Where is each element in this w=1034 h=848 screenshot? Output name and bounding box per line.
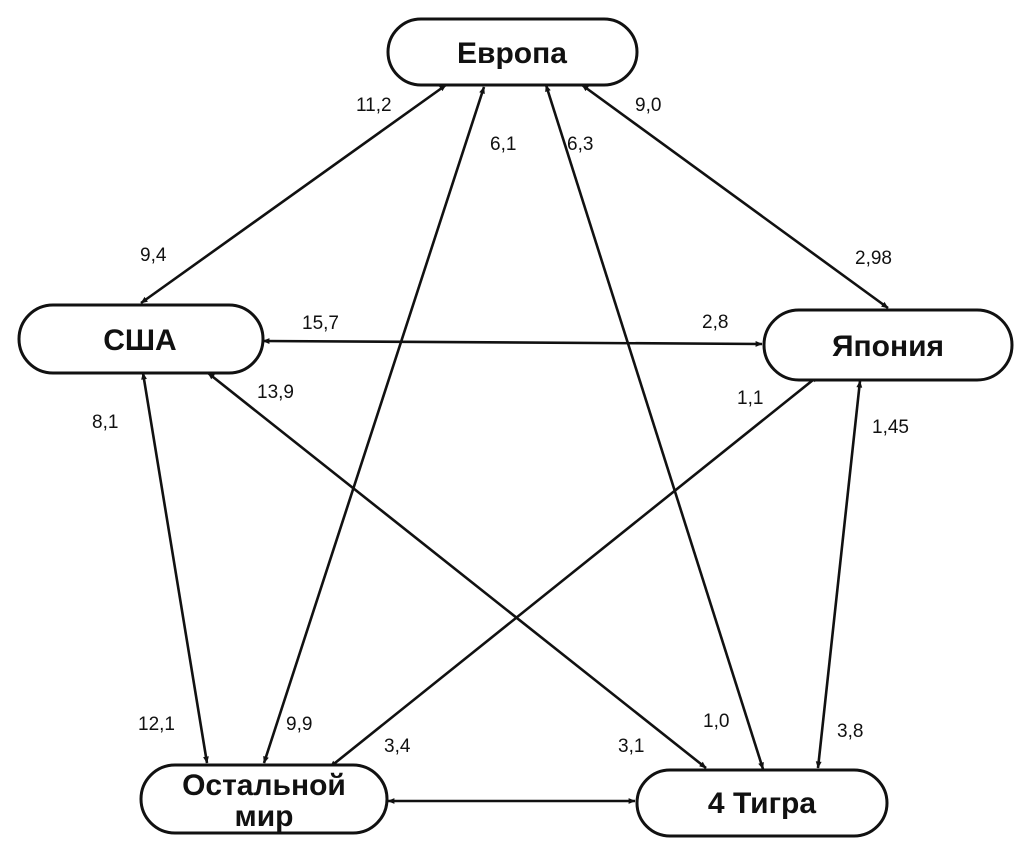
edge-japan-rest [329,374,819,769]
value-usa-japan-at-usa: 15,7 [302,313,339,334]
node-japan: Япония [762,308,1014,382]
edge-values: 11,2 9,4 6,1 9,9 6,3 1,0 9,0 2,98 15,7 2… [92,95,909,757]
value-usa-rest-at-rest: 12,1 [138,714,175,735]
value-europe-tigers-at-tigers: 1,0 [703,711,729,732]
value-japan-rest-at-rest: 3,4 [384,736,411,757]
value-europe-japan-at-europe: 9,0 [635,95,661,116]
value-europe-japan-at-japan: 2,98 [855,248,892,269]
edge-usa-japan [262,338,763,347]
value-japan-rest-at-japan: 1,1 [737,388,763,409]
node-four-tigers: 4 Тигра [635,768,889,838]
node-europe: Европа [386,17,639,87]
node-japan-box [762,308,1014,382]
edge-usa-rest [141,372,209,764]
value-japan-tigers-at-japan: 1,45 [872,417,909,438]
value-usa-rest-at-usa: 8,1 [92,412,118,433]
edge-japan-tigers [815,380,863,769]
node-usa-box [17,303,265,375]
value-usa-japan-at-japan: 2,8 [702,312,728,333]
node-rest-label-line2: мир [235,800,294,833]
value-europe-rest-at-rest: 9,9 [286,714,312,735]
node-usa: США [17,303,265,375]
node-europe-box [386,17,639,87]
value-europe-usa-at-europe: 11,2 [356,95,392,116]
edge-europe-japan [581,83,889,310]
node-tigers-box [635,768,889,838]
value-europe-tigers-at-europe: 6,3 [567,134,593,155]
value-japan-tigers-at-tigers: 3,8 [837,721,863,742]
node-japan-label: Япония [832,330,944,363]
value-europe-usa-at-usa: 9,4 [140,245,167,266]
node-rest-box [139,763,389,835]
node-europe-label: Европа [457,37,567,70]
node-rest-label-line1: Остальной [182,769,346,802]
edge-europe-rest [262,86,486,764]
edges [140,83,889,804]
value-usa-tigers-at-tigers: 3,1 [618,736,644,757]
edge-europe-usa [140,83,447,305]
node-tigers-label: 4 Тигра [708,787,816,820]
value-europe-rest-at-europe: 6,1 [490,134,516,155]
node-rest-of-world: Остальной мир [139,763,389,835]
value-usa-tigers-at-usa: 13,9 [257,382,294,403]
node-usa-label: США [103,324,176,357]
